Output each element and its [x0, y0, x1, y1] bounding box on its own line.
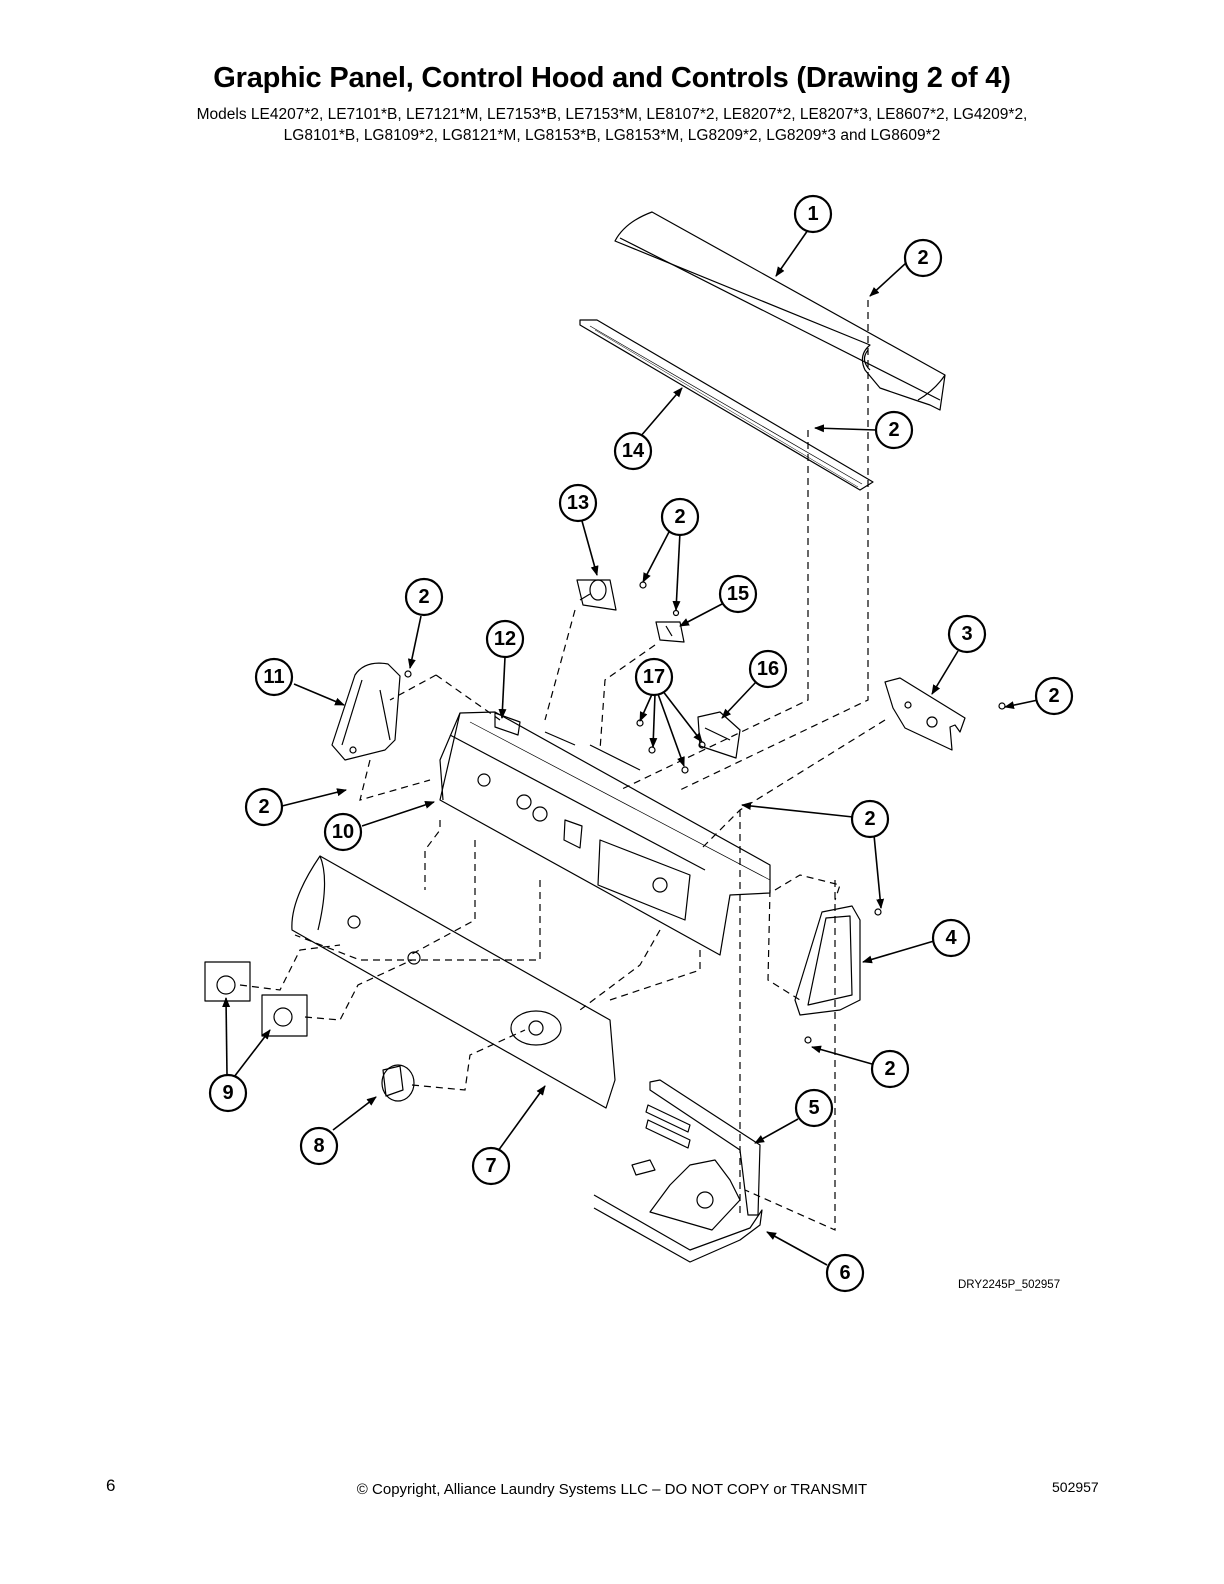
- callout-label: 2: [674, 506, 685, 528]
- component-13-part: [576, 579, 647, 611]
- callout-15: 15: [718, 574, 758, 614]
- control-hood-top-part: [614, 211, 946, 411]
- callout-label: 2: [1048, 685, 1059, 707]
- callout-label: 3: [961, 623, 972, 645]
- callout-2: 2: [404, 577, 444, 617]
- callout-label: 10: [332, 821, 354, 843]
- assembly-lines: [239, 300, 886, 1231]
- callout-label: 14: [622, 440, 645, 462]
- graphic-panel-7-part: [291, 855, 616, 1109]
- callout-1: 1: [793, 194, 833, 234]
- callout-2: 2: [903, 238, 943, 278]
- leader-arrows: [222, 229, 1039, 1266]
- drawing-id: DRY2245P_502957: [958, 1279, 1061, 1291]
- callout-label: 12: [494, 628, 516, 650]
- knob-8-part: [381, 1064, 415, 1102]
- callout-label: 17: [643, 666, 665, 688]
- callout-3: 3: [947, 614, 987, 654]
- callout-17: 17: [634, 657, 674, 697]
- callout-2: 2: [1034, 676, 1074, 716]
- callout-label: 1: [807, 203, 818, 225]
- callout-4: 4: [931, 918, 971, 958]
- copyright-notice: © Copyright, Alliance Laundry Systems LL…: [356, 1481, 868, 1498]
- page-number: 6: [106, 1476, 116, 1495]
- callout-6: 6: [825, 1253, 865, 1293]
- callout-label: 9: [222, 1082, 233, 1104]
- callout-label: 15: [727, 583, 749, 605]
- left-end-cap-11-part: [331, 662, 412, 761]
- callout-label: 2: [888, 419, 899, 441]
- callout-9: 9: [208, 1073, 248, 1113]
- callout-2: 2: [850, 799, 890, 839]
- callout-13: 13: [558, 483, 598, 523]
- callout-label: 13: [567, 492, 589, 514]
- callout-7: 7: [471, 1146, 511, 1186]
- right-end-cap-4-part: [794, 905, 882, 1044]
- callout-label: 8: [313, 1135, 324, 1157]
- top-panel-6-part: [593, 1159, 763, 1263]
- callout-16: 16: [748, 649, 788, 689]
- knob-9-parts: [204, 961, 308, 1037]
- callout-label: 6: [839, 1262, 850, 1284]
- trim-strip-part: [579, 319, 874, 491]
- callout-label: 16: [757, 658, 779, 680]
- model-list: Models LE4207*2, LE7101*B, LE7121*M, LE7…: [80, 104, 1144, 146]
- rear-bracket-5-part: [645, 1079, 761, 1216]
- callout-label: 2: [884, 1058, 895, 1080]
- page-title: Graphic Panel, Control Hood and Controls…: [213, 62, 1011, 94]
- callout-label: 4: [945, 927, 957, 949]
- callout-14: 14: [613, 431, 653, 471]
- callout-label: 5: [808, 1097, 819, 1119]
- callout-5: 5: [794, 1088, 834, 1128]
- callout-2: 2: [660, 497, 700, 537]
- model-list-line-1: Models LE4207*2, LE7101*B, LE7121*M, LE7…: [196, 106, 1028, 123]
- callout-label: 11: [263, 666, 284, 688]
- callout-11: 11: [254, 657, 294, 697]
- callout-2: 2: [244, 787, 284, 827]
- callout-label: 2: [258, 796, 269, 818]
- callout-label: 2: [864, 808, 875, 830]
- document-number: 502957: [1052, 1479, 1099, 1495]
- bracket-15-part: [655, 609, 685, 643]
- callout-10: 10: [323, 812, 363, 852]
- callout-12: 12: [485, 619, 525, 659]
- callout-8: 8: [299, 1126, 339, 1166]
- callout-2: 2: [874, 410, 914, 450]
- model-list-line-2: LG8101*B, LG8109*2, LG8121*M, LG8153*B, …: [283, 127, 941, 144]
- callout-label: 2: [418, 586, 429, 608]
- control-console-10-part: [439, 711, 771, 956]
- callout-label: 7: [485, 1155, 496, 1177]
- callout-label: 2: [917, 247, 928, 269]
- callout-2: 2: [870, 1049, 910, 1089]
- switch-assembly-3-part: [884, 677, 1006, 751]
